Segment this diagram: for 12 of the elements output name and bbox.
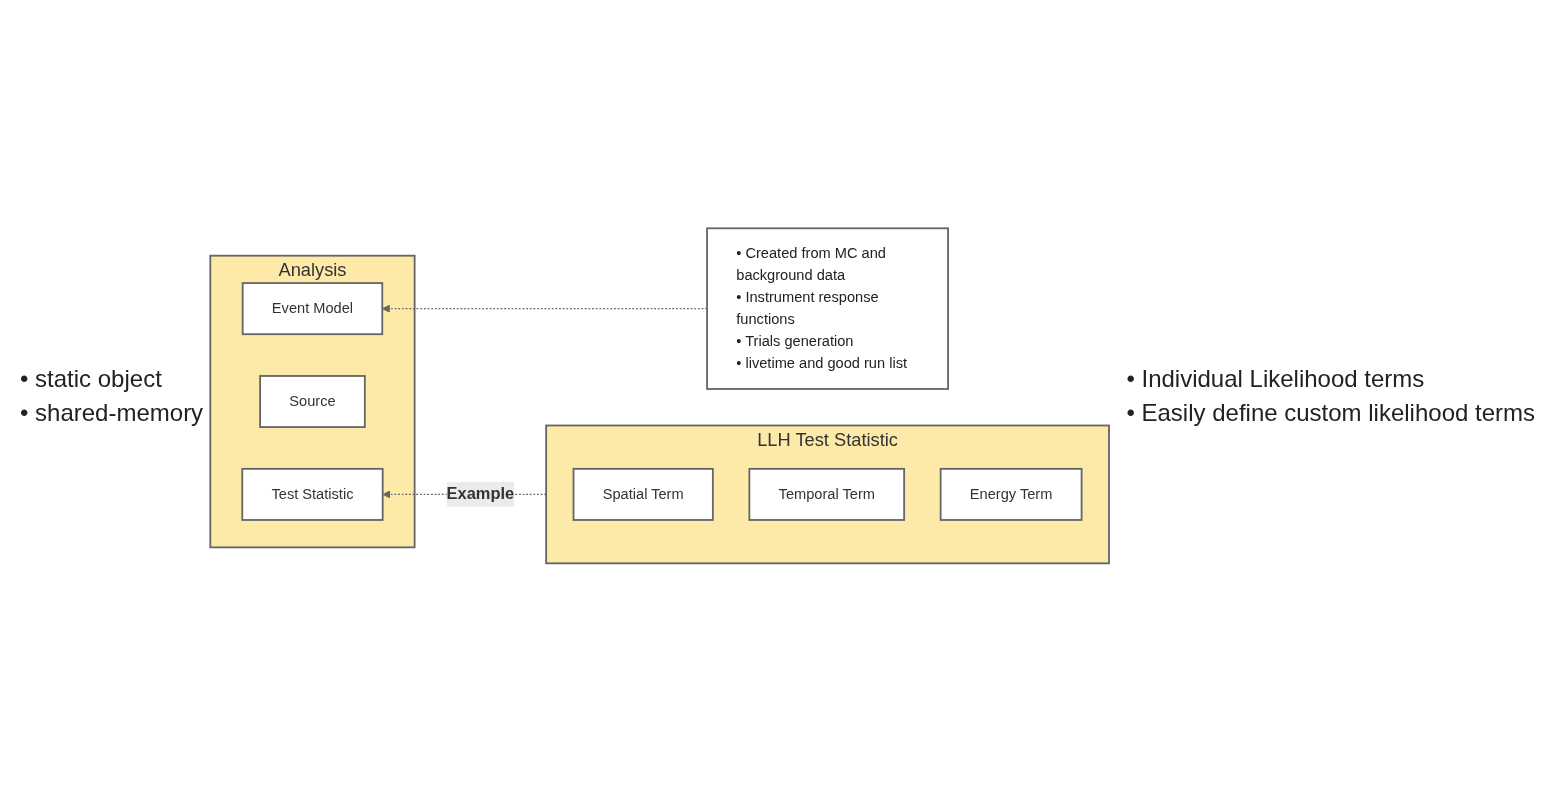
node-box: • Created from MC and background data • Instrument response functions • Trials generation • livetime and good run list bbox=[706, 227, 950, 391]
node-box: Energy Term bbox=[939, 468, 1083, 522]
bullet-text: • Individual Likelihood terms bbox=[1126, 365, 1426, 393]
node-box: Event Model bbox=[241, 282, 384, 336]
edge-label: Example bbox=[446, 485, 515, 504]
bullet-text: • Easily define custom likelihood terms bbox=[1126, 399, 1535, 427]
node-box: Temporal Term bbox=[748, 468, 906, 522]
bullet-text: • shared-memory bbox=[20, 399, 204, 427]
bullet-text: • static object bbox=[20, 365, 163, 393]
node-box: Spatial Term bbox=[572, 468, 714, 522]
node-box: Test Statistic bbox=[241, 468, 384, 522]
node-box: Source bbox=[259, 375, 366, 429]
